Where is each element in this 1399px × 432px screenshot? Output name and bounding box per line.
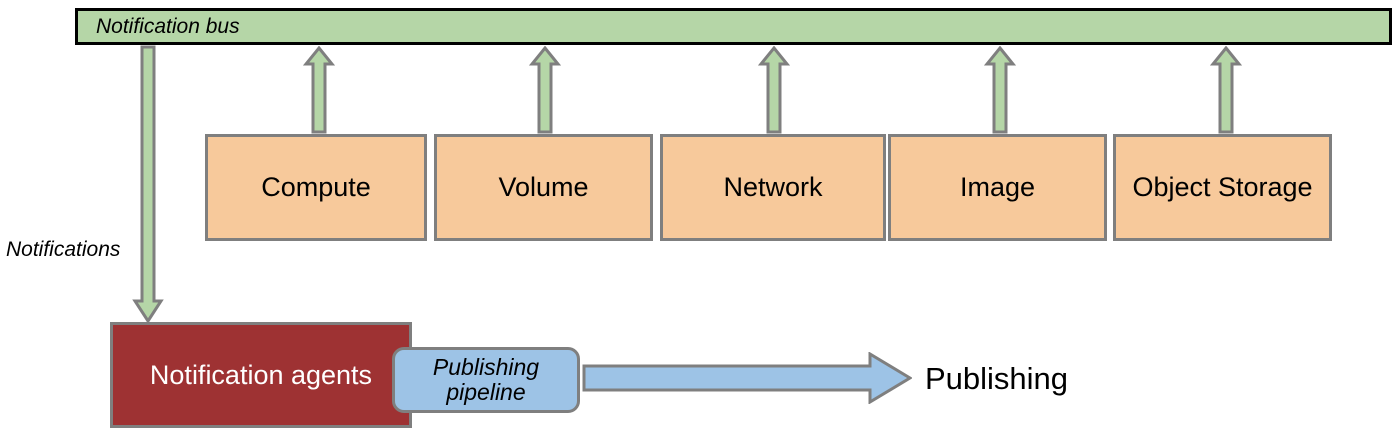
notification-agents-label: Notification agents — [149, 359, 373, 390]
publishing-pipeline-label-line1: Publishing — [432, 353, 540, 380]
service-label: Network — [723, 172, 823, 202]
publishing-label: Publishing — [925, 361, 1069, 396]
service-box-object-storage[interactable]: Object Storage — [1113, 134, 1332, 241]
publishing-pipeline-box[interactable]: Publishing pipeline — [392, 347, 580, 413]
notification-bus-label: Notification bus — [96, 14, 240, 38]
bus-to-agents-arrow — [131, 45, 165, 323]
service-box-network[interactable]: Network — [660, 134, 886, 241]
notification-bus: Notification bus — [75, 8, 1392, 45]
service-box-compute[interactable]: Compute — [205, 134, 427, 241]
object-storage-to-bus-arrow — [1210, 46, 1242, 134]
service-label: Compute — [261, 172, 371, 202]
service-box-image[interactable]: Image — [888, 134, 1107, 241]
image-to-bus-arrow — [984, 46, 1016, 134]
service-box-volume[interactable]: Volume — [434, 134, 653, 241]
service-label: Object Storage — [1132, 172, 1313, 202]
network-to-bus-arrow — [758, 46, 790, 134]
volume-to-bus-arrow — [529, 46, 561, 134]
publishing-arrow — [582, 352, 912, 404]
compute-to-bus-arrow — [303, 46, 335, 134]
publishing-pipeline-label: Publishing pipeline — [432, 353, 540, 406]
service-label: Volume — [498, 172, 589, 202]
service-label: Image — [959, 172, 1036, 202]
notifications-label: Notifications — [6, 238, 121, 261]
publishing-pipeline-label-line2: pipeline — [446, 379, 526, 405]
notification-agents-box[interactable]: Notification agents — [110, 322, 412, 428]
